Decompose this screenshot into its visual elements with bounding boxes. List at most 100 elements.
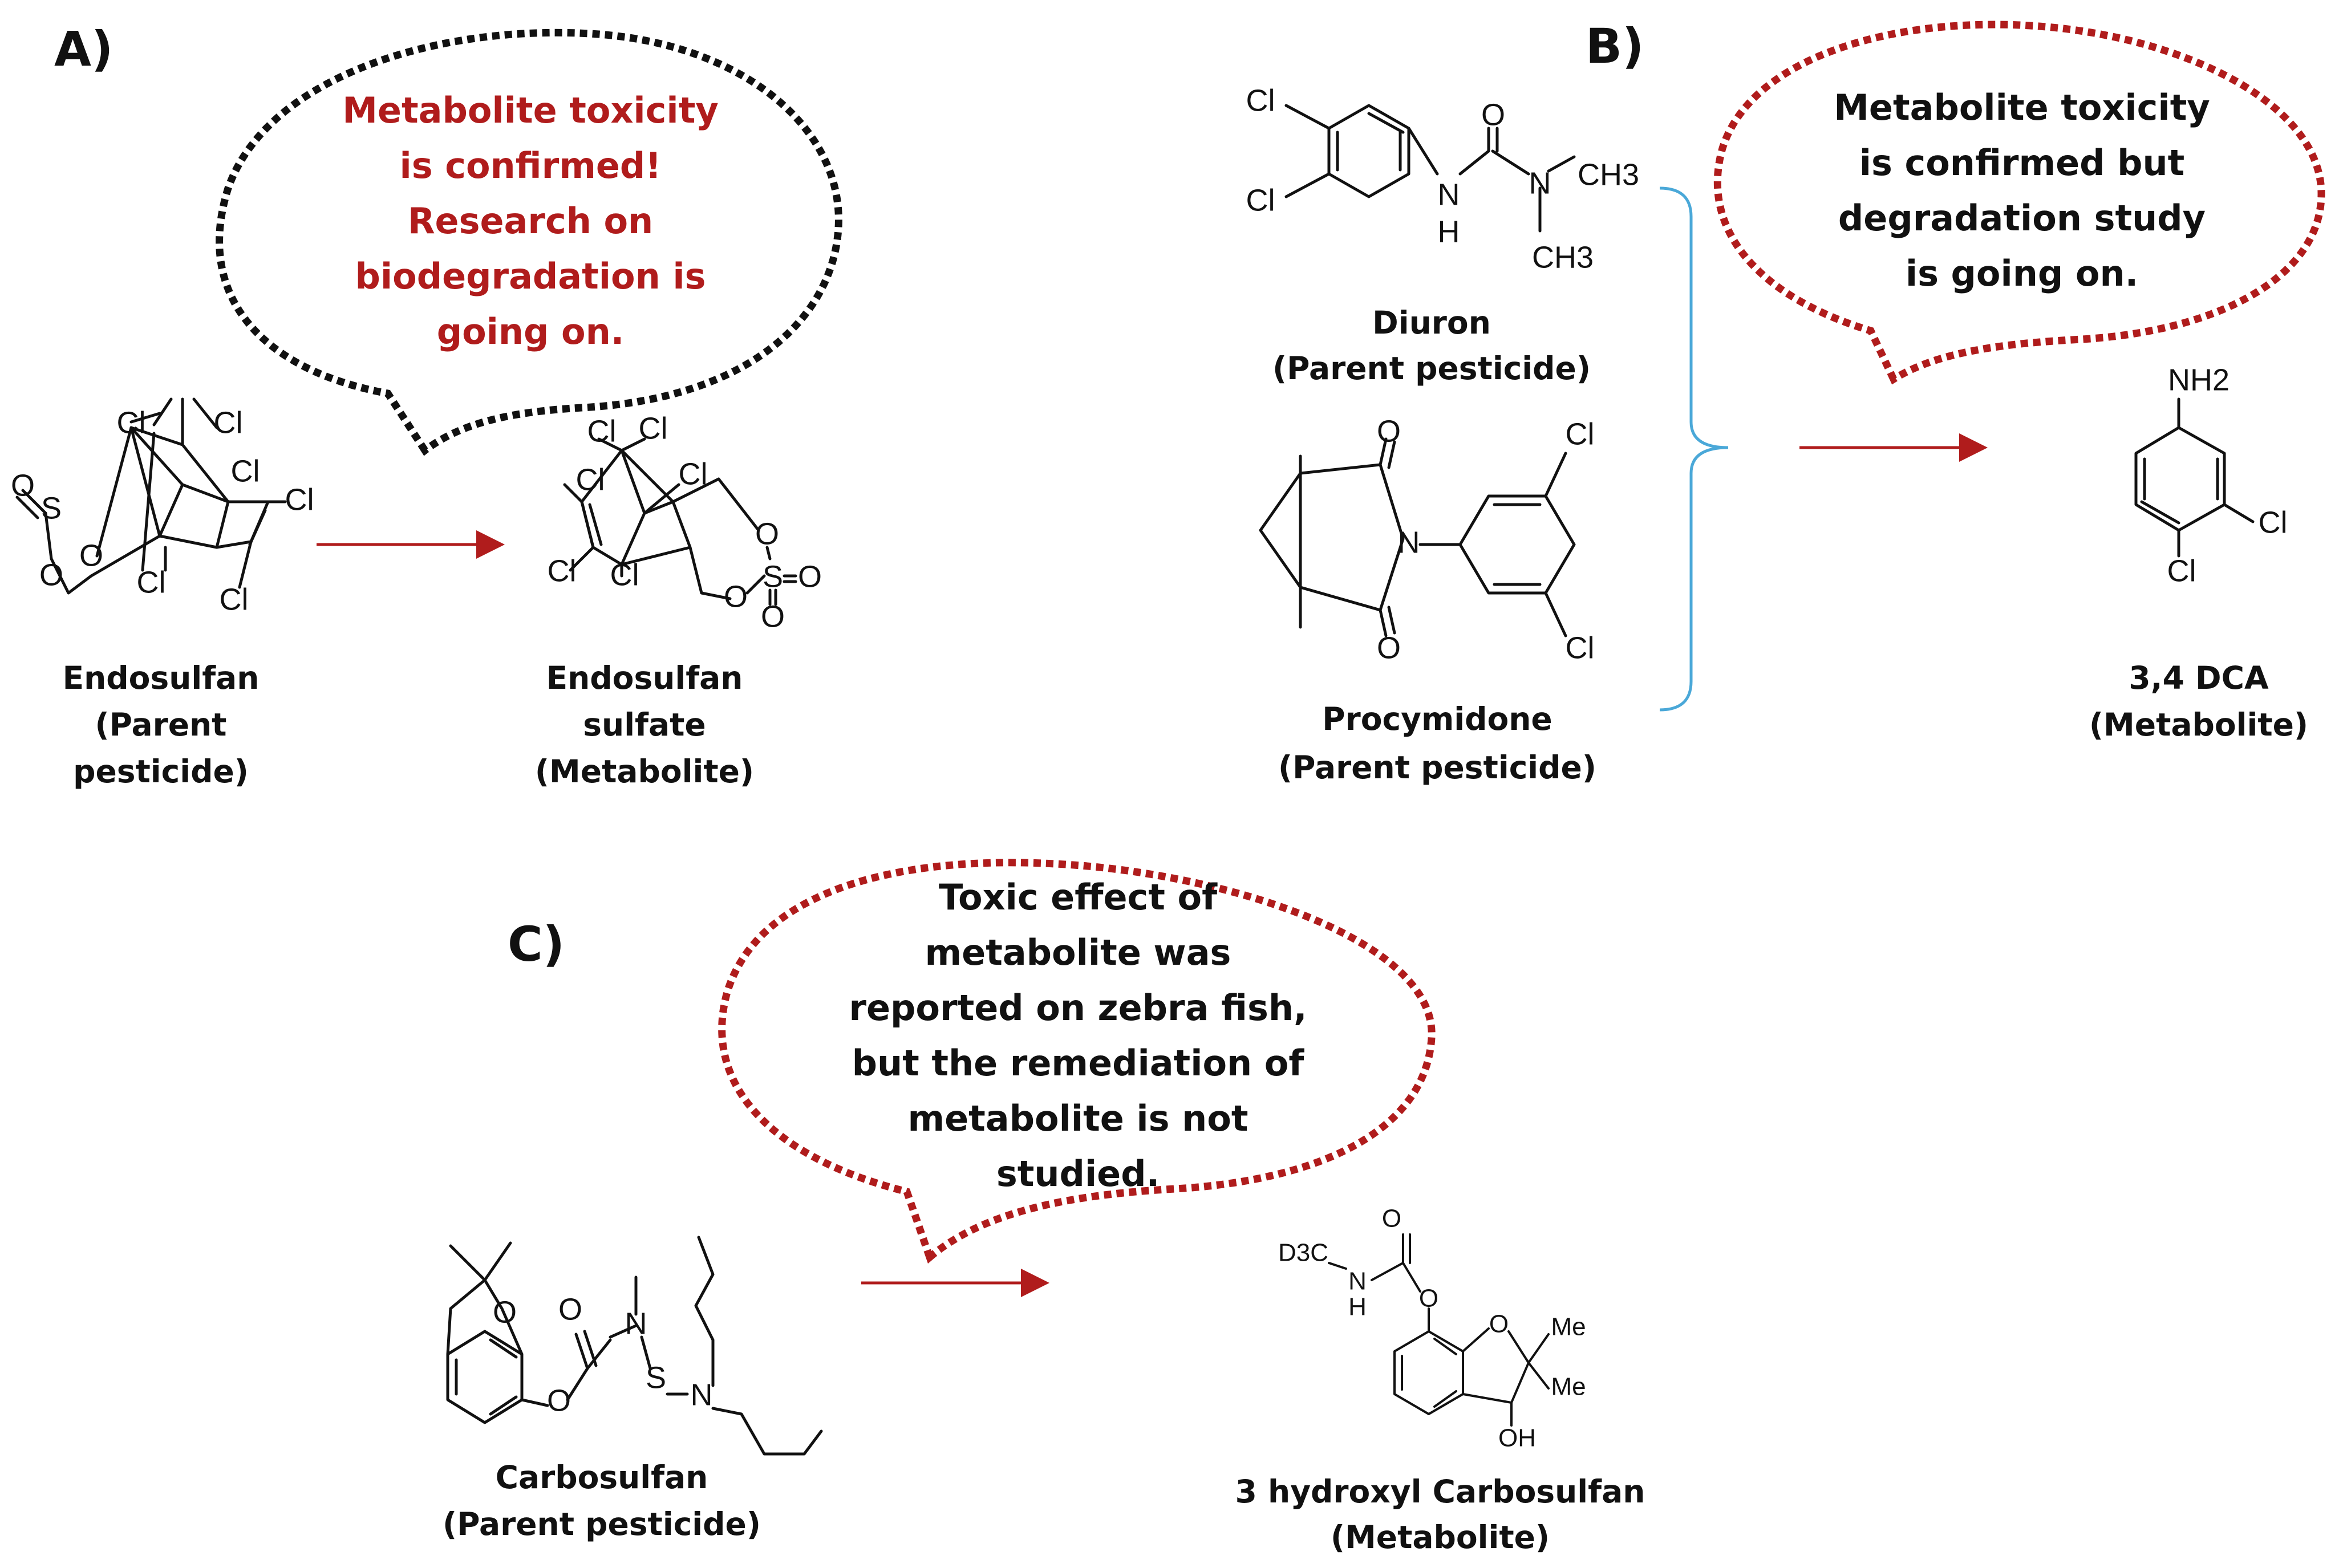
endosulfan-label-line-3: pesticide) xyxy=(73,753,249,790)
panel-b-brace xyxy=(1659,186,1729,712)
procymidone-atom-o1: O xyxy=(1377,414,1401,448)
hydroxyl-carbosulfan-atom-o1: O xyxy=(1382,1205,1401,1233)
endosulfan-sulfate-structure: Cl Cl Cl Cl Cl Cl O O S O O xyxy=(548,411,822,633)
hydroxyl-carbosulfan-atom-me2: Me xyxy=(1551,1373,1586,1401)
panel-a-bubble-line-3: Research on xyxy=(408,200,653,242)
endosulfan-sulfate-atom-cl2: Cl xyxy=(639,411,668,445)
panel-a: A) Metabolite toxicity is confirmed! Res… xyxy=(11,21,842,790)
endosulfan-sulfate-atom-cl4: Cl xyxy=(679,457,708,491)
endosulfan-sulfate-atom-cl5: Cl xyxy=(548,554,577,588)
endosulfan-sulfate-label-line-1: Endosulfan xyxy=(546,660,743,696)
hydroxyl-carbosulfan-atom-me1: Me xyxy=(1551,1313,1586,1341)
endosulfan-sulfate-atom-s: S xyxy=(763,559,783,594)
hydroxyl-carbosulfan-atom-o2: O xyxy=(1419,1285,1438,1313)
endosulfan-sulfate-atom-cl1: Cl xyxy=(587,414,617,448)
hydroxyl-carbosulfan-atom-o3: O xyxy=(1489,1310,1509,1338)
panel-c-speech-bubble xyxy=(718,859,1436,1264)
procymidone-atom-o2: O xyxy=(1377,631,1401,665)
carbosulfan-structure: O O O N S N xyxy=(446,1236,823,1456)
diuron-atom-ch3-2: CH3 xyxy=(1532,240,1594,274)
endosulfan-atom-cl4: Cl xyxy=(285,482,314,517)
panel-a-letter: A) xyxy=(54,21,113,77)
procymidone-label-line-1: Procymidone xyxy=(1322,701,1552,737)
endosulfan-atom-cl3: Cl xyxy=(231,454,260,488)
dca-atom-nh2: NH2 xyxy=(2168,363,2230,397)
diuron-atom-n2: N xyxy=(1529,166,1551,200)
endosulfan-atom-cl1: Cl xyxy=(117,405,146,440)
endosulfan-sulfate-atom-o3: O xyxy=(798,559,822,594)
diuron-structure: Cl Cl N H O N CH3 CH3 xyxy=(1246,83,1640,274)
endosulfan-atom-o1: O xyxy=(11,468,35,502)
panel-c-bubble-line-1: Toxic effect of xyxy=(939,876,1218,918)
diuron-label-line-2: (Parent pesticide) xyxy=(1272,350,1591,387)
endosulfan-sulfate-atom-cl3: Cl xyxy=(576,462,605,497)
endosulfan-atom-s: S xyxy=(41,491,62,525)
procymidone-atom-cl1: Cl xyxy=(1566,417,1595,451)
panel-a-bubble-line-4: biodegradation is xyxy=(355,255,706,297)
panel-c-bubble-line-5: metabolite is not xyxy=(908,1098,1249,1139)
hydroxyl-carbosulfan-label-line-2: (Metabolite) xyxy=(1331,1519,1550,1555)
panel-a-bubble-line-5: going on. xyxy=(437,311,625,352)
endosulfan-sulfate-atom-o1: O xyxy=(755,517,779,551)
panel-c-bubble-line-4: but the remediation of xyxy=(852,1042,1305,1084)
diuron-atom-ch3-1: CH3 xyxy=(1578,157,1639,192)
endosulfan-atom-cl6: Cl xyxy=(137,565,166,599)
hydroxyl-carbosulfan-label-line-1: 3 hydroxyl Carbosulfan xyxy=(1235,1473,1645,1510)
carbosulfan-atom-n2: N xyxy=(691,1378,713,1412)
panel-b-bubble-line-3: degradation study xyxy=(1838,197,2206,239)
dca-label-line-2: (Metabolite) xyxy=(2089,706,2308,743)
carbosulfan-atom-o3: O xyxy=(558,1292,582,1326)
endosulfan-sulfate-label-line-3: (Metabolite) xyxy=(535,753,754,790)
diuron-atom-o: O xyxy=(1481,98,1505,132)
procymidone-atom-n: N xyxy=(1398,525,1420,559)
panel-c-bubble-line-3: reported on zebra fish, xyxy=(849,987,1307,1029)
carbosulfan-atom-s: S xyxy=(646,1360,666,1395)
diuron-atom-n1: N xyxy=(1438,177,1460,212)
panel-b-bubble-line-1: Metabolite toxicity xyxy=(1834,87,2210,128)
panel-a-bubble-line-2: is confirmed! xyxy=(399,145,661,186)
panel-a-bubble-line-1: Metabolite toxicity xyxy=(342,90,719,131)
endosulfan-label-line-1: Endosulfan xyxy=(63,660,260,696)
diuron-label-line-1: Diuron xyxy=(1372,304,1491,341)
endosulfan-atom-o3: O xyxy=(79,538,103,572)
carbosulfan-atom-n1: N xyxy=(625,1306,647,1340)
endosulfan-sulfate-atom-o2: O xyxy=(724,579,748,614)
diuron-atom-h: H xyxy=(1438,214,1460,249)
procymidone-atom-cl2: Cl xyxy=(1566,631,1595,665)
hydroxyl-carbosulfan-atom-oh: OH xyxy=(1498,1424,1536,1452)
diuron-atom-cl1: Cl xyxy=(1246,83,1275,117)
dca-atom-cl1: Cl xyxy=(2259,505,2288,539)
panel-b-bubble-text: Metabolite toxicity is confirmed but deg… xyxy=(1834,87,2210,294)
endosulfan-atom-cl5: Cl xyxy=(220,582,249,616)
endosulfan-sulfate-atom-cl6: Cl xyxy=(610,558,639,592)
carbosulfan-label-line-2: (Parent pesticide) xyxy=(443,1506,761,1542)
panel-c-bubble-line-2: metabolite was xyxy=(925,932,1231,973)
hydroxyl-carbosulfan-atom-h: H xyxy=(1348,1293,1367,1321)
hydroxyl-carbosulfan-structure: O O N H D3C O Me Me OH xyxy=(1278,1205,1586,1452)
diuron-atom-cl2: Cl xyxy=(1246,183,1275,217)
panel-c: C) Toxic effect of metabolite was report… xyxy=(443,859,1645,1555)
endosulfan-atom-cl2: Cl xyxy=(214,405,243,440)
endosulfan-label-line-2: (Parent xyxy=(95,706,227,743)
endosulfan-sulfate-atom-o4: O xyxy=(761,599,785,633)
hydroxyl-carbosulfan-atom-n: N xyxy=(1348,1268,1367,1295)
carbosulfan-atom-o1: O xyxy=(493,1295,517,1329)
dca-structure: NH2 Cl Cl xyxy=(2134,363,2288,588)
carbosulfan-label-line-1: Carbosulfan xyxy=(496,1459,708,1496)
panel-b: B) Cl Cl N H O N CH3 CH3 Diuron (Pare xyxy=(1246,18,2325,786)
panel-c-letter: C) xyxy=(508,916,565,972)
carbosulfan-atom-o2: O xyxy=(547,1383,571,1417)
hydroxyl-carbosulfan-atom-d3c: D3C xyxy=(1278,1239,1328,1267)
panel-c-bubble-line-6: studied. xyxy=(996,1153,1160,1195)
dca-atom-cl2: Cl xyxy=(2167,554,2196,588)
panel-a-bubble-text: Metabolite toxicity is confirmed! Resear… xyxy=(342,90,719,352)
endosulfan-atom-o2: O xyxy=(39,558,63,592)
endosulfan-structure: O S O O Cl Cl Cl Cl Cl Cl xyxy=(11,397,314,616)
endosulfan-sulfate-label-line-2: sulfate xyxy=(583,706,706,743)
panel-b-letter: B) xyxy=(1586,18,1644,74)
panel-b-bubble-line-2: is confirmed but xyxy=(1859,142,2185,184)
dca-label-line-1: 3,4 DCA xyxy=(2129,660,2269,696)
procymidone-label-line-2: (Parent pesticide) xyxy=(1278,749,1596,786)
panel-a-speech-bubble xyxy=(216,29,842,456)
